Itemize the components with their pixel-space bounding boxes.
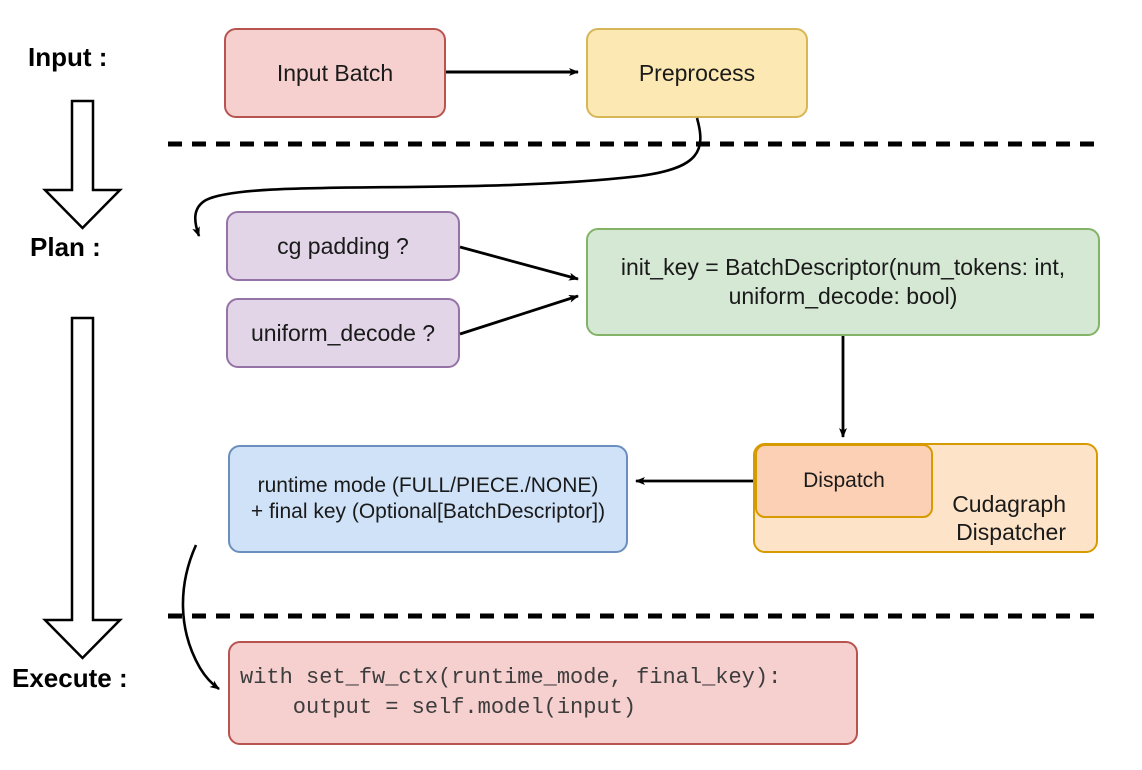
node-execute-code-line-1: with set_fw_ctx(runtime_mode, final_key)… (240, 665, 782, 691)
node-runtime-mode[interactable]: runtime mode (FULL/PIECE./NONE) + final … (228, 445, 628, 553)
node-cg-padding[interactable]: cg padding ? (226, 211, 460, 281)
node-init-key-line-1: init_key = BatchDescriptor(num_tokens: i… (620, 254, 1066, 281)
node-cudagraph-dispatcher-line-1: Cudagraph (952, 490, 1066, 517)
stage-label-input: Input : (28, 42, 108, 72)
node-execute-code[interactable]: with set_fw_ctx(runtime_mode, final_key)… (228, 641, 858, 745)
node-execute-code-line-2: output = self.model(input) (240, 695, 637, 720)
node-cudagraph-dispatcher-line-2: Dispatcher (956, 519, 1066, 546)
node-preprocess[interactable]: Preprocess (586, 28, 808, 118)
connector-runtime-mode-to-execute-code (181, 544, 220, 691)
node-runtime-mode-line-2: + final key (Optional[BatchDescriptor]) (250, 500, 606, 523)
node-input-batch[interactable]: Input Batch (224, 28, 446, 118)
node-init-key[interactable]: init_key = BatchDescriptor(num_tokens: i… (586, 228, 1100, 336)
flow-arrow-input-to-plan (42, 99, 123, 230)
node-init-key-line-2: uniform_decode: bool) (728, 283, 958, 309)
stage-label-plan: Plan : (30, 232, 101, 262)
node-dispatch[interactable]: Dispatch (755, 444, 933, 518)
node-runtime-mode-line-1: runtime mode (FULL/PIECE./NONE) (257, 473, 599, 497)
connector-cg-padding-to-init-key (459, 245, 579, 281)
stage-label-execute: Execute : (12, 663, 128, 693)
connector-uniform-decode-to-init-key (459, 294, 579, 336)
node-uniform-decode[interactable]: uniform_decode ? (226, 298, 460, 368)
flow-arrow-plan-to-execute (42, 316, 123, 660)
